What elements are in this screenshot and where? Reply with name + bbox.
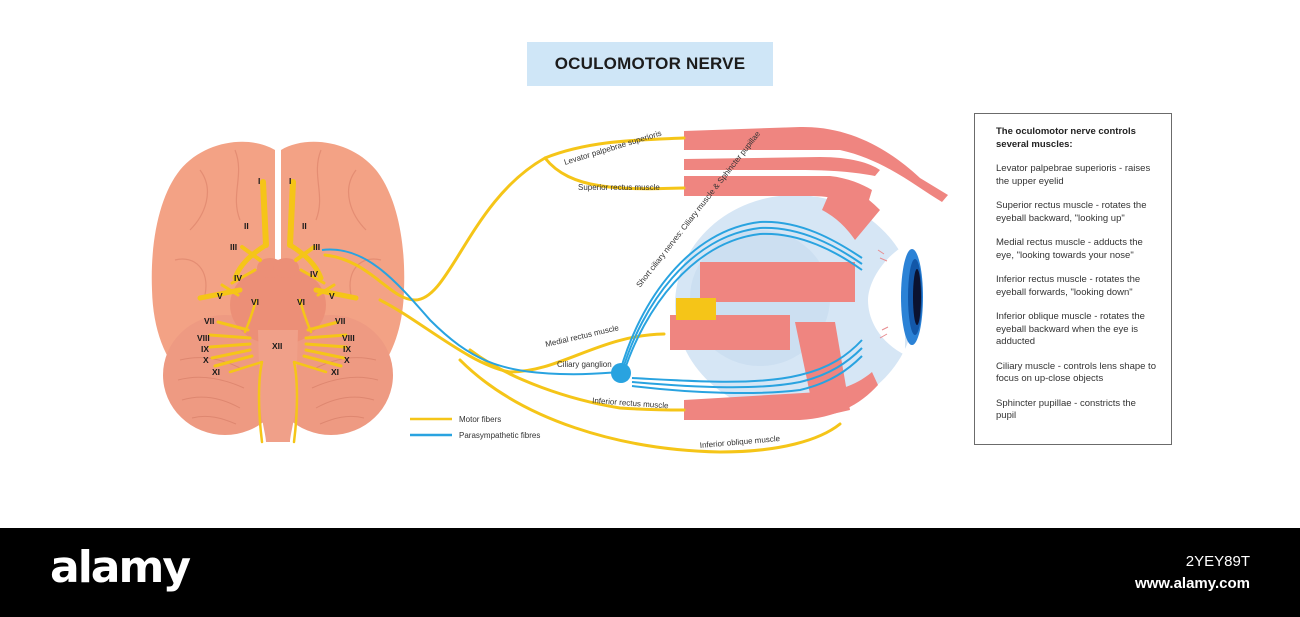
numeral-right: II [302,221,307,231]
brainstem [258,330,298,442]
superior-rectus-label: Superior rectus muscle [578,183,660,192]
numeral-right: IX [343,344,351,354]
numeral-left: XI [212,367,220,377]
image-id: 2YEY89T [1185,553,1250,570]
site-url: www.alamy.com [1134,575,1250,592]
numeral-right: V [329,291,335,301]
info-lead: The oculomotor nerve controls several mu… [996,126,1136,150]
pons [230,265,326,345]
numeral-left: II [244,221,249,231]
brain-inferior-view [151,141,405,442]
info-item: Ciliary muscle - controls lens shape to … [996,360,1156,385]
info-item: Inferior rectus muscle - rotates the eye… [996,274,1141,298]
info-item: Superior rectus muscle - rotates the eye… [996,200,1147,224]
numeral-left: IV [234,273,242,283]
info-panel: The oculomotor nerve controls several mu… [974,113,1172,445]
title-banner: OCULOMOTOR NERVE [527,42,773,86]
alamy-logo: alamy [50,542,191,593]
numeral-left: VII [204,316,214,326]
info-item: Medial rectus muscle - adducts the eye, … [996,237,1143,261]
numeral-right: XI [331,367,339,377]
nerve-diagram: I II III IV V VI VII VIII IX X XI I II I… [151,126,948,454]
inferior-oblique-muscle [795,322,850,418]
right-cerebellum [269,315,393,435]
medial-rectus-muscle [670,315,790,350]
numeral-right: VII [335,316,345,326]
numeral-left: VIII [197,333,210,343]
numeral-left: III [230,242,237,252]
numeral-right: VI [297,297,305,307]
footer-bar: alamy 2YEY89T www.alamy.com [0,528,1300,617]
numeral-right: III [313,242,320,252]
ciliary-muscle-block [676,298,716,320]
superior-oblique-muscle [822,180,880,240]
superior-rectus-muscle [684,157,880,176]
numeral-right: X [344,355,350,365]
lateral-rectus-muscle [700,262,855,302]
numeral-left: V [217,291,223,301]
eye-anatomy [670,126,948,420]
levator-muscle [684,126,948,202]
ciliary-ganglion-label: Ciliary ganglion [557,360,612,369]
illustration-area: OCULOMOTOR NERVE [151,42,1172,454]
cranial-nerves [197,179,359,444]
numeral-right: I [289,176,291,186]
numeral-left: X [203,355,209,365]
legend: Motor fibers Parasympathetic fibres [410,415,540,440]
page-title: OCULOMOTOR NERVE [554,54,746,73]
numeral-center: XII [272,341,282,351]
ciliary-ganglion-node [611,363,631,383]
superior-rectus-band [684,176,872,210]
legend-parasympathetic-label: Parasympathetic fibres [459,431,540,440]
numeral-right: VIII [342,333,355,343]
legend-motor-label: Motor fibers [459,415,501,424]
numeral-right: IV [310,269,318,279]
info-item: Sphincter pupillae - constricts the pupi… [996,397,1136,422]
numeral-left: I [258,176,260,186]
numeral-left: VI [251,297,259,307]
numeral-left: IX [201,344,209,354]
info-item: Levator palpebrae superioris - raises th… [996,163,1151,187]
cranial-numerals: I II III IV V VI VII VIII IX X XI I II I… [197,176,355,377]
left-cerebellum [163,315,287,435]
parasympathetic-fiber-paths [321,220,863,395]
motor-fiber-paths [323,136,842,454]
pupil [913,269,921,325]
info-item: Inferior oblique muscle - rotates the ey… [996,311,1145,347]
